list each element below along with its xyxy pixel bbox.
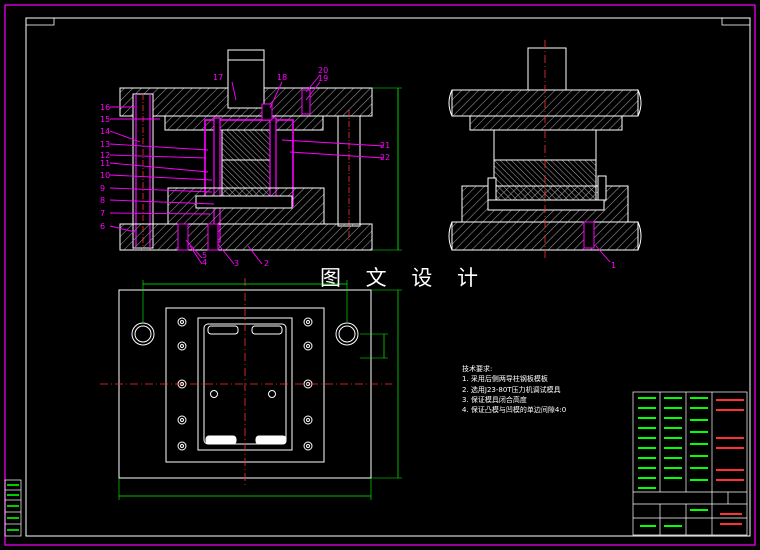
part-label: 19 <box>318 74 328 83</box>
leader-lines <box>109 74 385 265</box>
slot-top-left <box>207 325 239 335</box>
part-label: 7 <box>100 209 105 218</box>
side-shank <box>527 47 567 91</box>
part-label: 9 <box>100 184 105 193</box>
technical-note-item: 1. 采用后侧两导柱钢板模板 <box>462 375 548 384</box>
side-punch-plate <box>469 115 623 131</box>
inner-border <box>25 17 751 537</box>
corner-tag-top-left <box>25 17 55 26</box>
guide-hole-left <box>131 322 155 346</box>
slot-top-right <box>251 325 283 335</box>
lower-die-shoe <box>119 223 373 251</box>
technical-note-item: 2. 选用J23-80T压力机调试模具 <box>462 385 561 394</box>
part-label: 10 <box>100 171 110 180</box>
part-label: 13 <box>100 140 110 149</box>
part-label: 22 <box>380 153 390 162</box>
technical-note-item: 4. 保证凸模与凹模的单边间隙4:0 <box>462 406 567 415</box>
front-section-view <box>119 49 402 251</box>
watermark-text: 图 文 设 计 <box>320 266 488 290</box>
part-label: 11 <box>100 159 110 168</box>
die-shank <box>227 49 265 109</box>
plan-view <box>100 278 402 500</box>
part-label: 18 <box>277 73 287 82</box>
part-label: 21 <box>380 141 390 150</box>
side-view: 1 <box>448 40 642 270</box>
part-label: 1 <box>611 261 616 270</box>
guide-hole-right <box>335 322 359 346</box>
part-label: 14 <box>100 127 110 136</box>
part-label: 16 <box>100 103 110 112</box>
part-label: 2 <box>264 259 269 268</box>
part-label: 6 <box>100 222 105 231</box>
part-label: 12 <box>100 151 110 160</box>
part-label: 15 <box>100 115 110 124</box>
part-label: 8 <box>100 196 105 205</box>
technical-notes-title: 技术要求: <box>462 365 493 373</box>
technical-notes: 技术要求: 1. 采用后侧两导柱钢板模板 2. 选用J23-80T压力机调试模具… <box>462 364 566 415</box>
part-label: 5 <box>202 251 207 260</box>
slot-bottom-right <box>255 435 287 445</box>
part-label: 20 <box>318 66 328 75</box>
margin-table <box>4 479 22 537</box>
technical-note-item: 3. 保证模具闭合高度 <box>462 395 527 404</box>
title-block <box>632 391 748 536</box>
corner-tag-top-right <box>721 17 751 26</box>
part-label: 17 <box>213 73 223 82</box>
outer-border <box>4 4 756 546</box>
part-labels: 16 15 14 13 12 11 10 9 8 7 6 17 18 20 19… <box>100 66 390 268</box>
part-label: 3 <box>234 259 239 268</box>
part-label: 4 <box>202 258 207 267</box>
punch-plate <box>164 115 324 131</box>
slot-bottom-left <box>205 435 237 445</box>
